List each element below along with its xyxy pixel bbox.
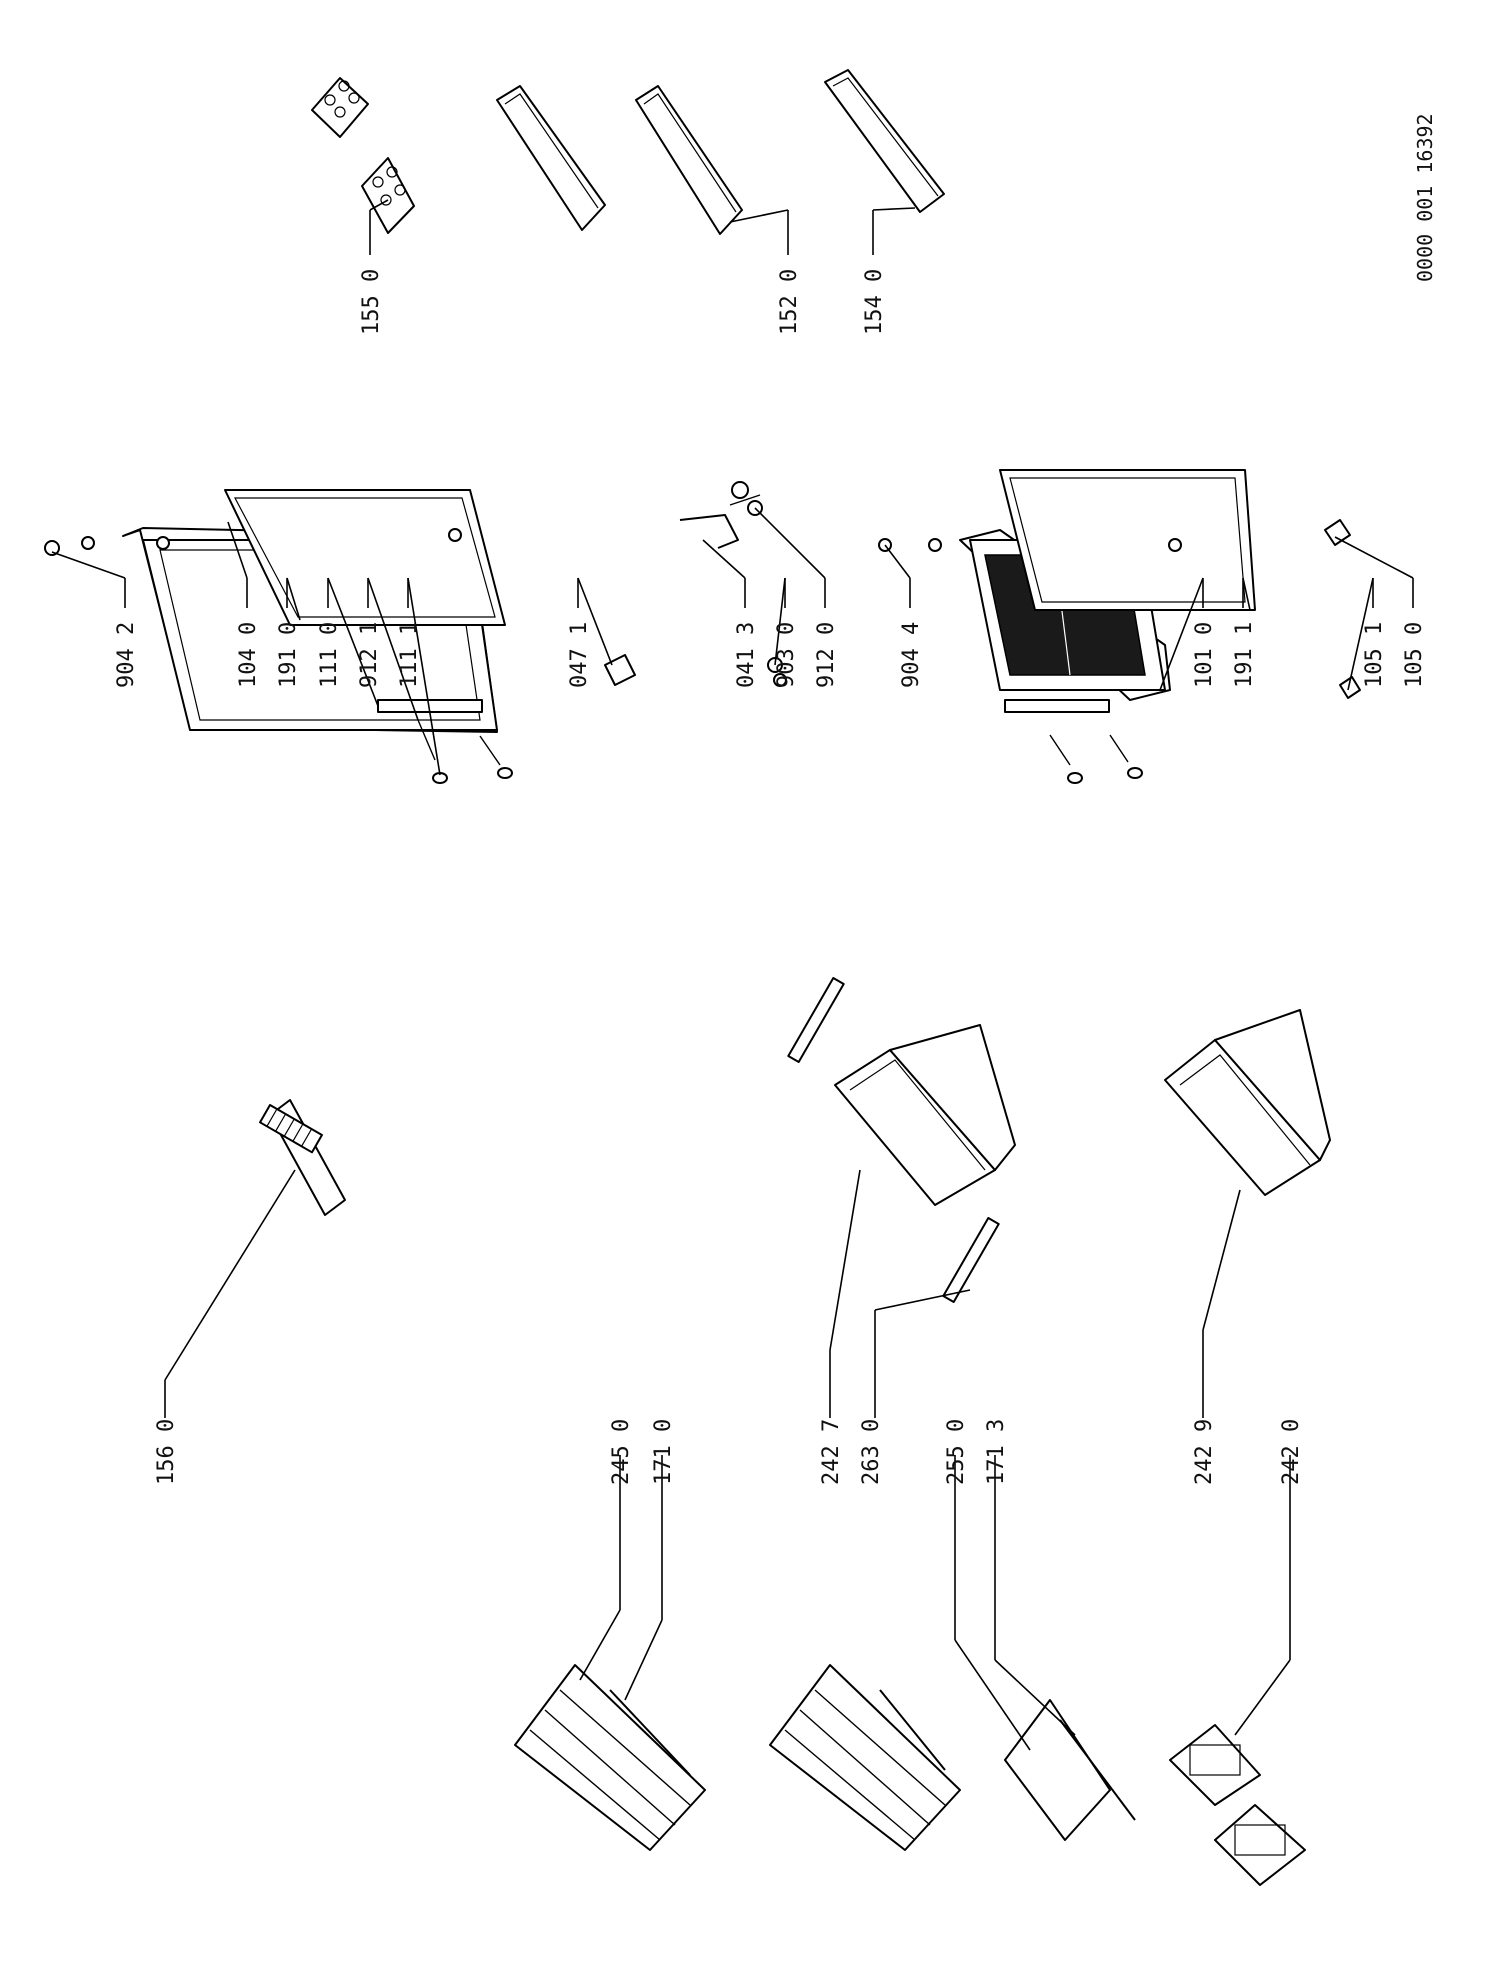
part-label: 104 0 [236, 622, 261, 688]
door-shelf-upper [496, 85, 606, 231]
door-shelf-middle [635, 85, 743, 235]
document-id: 0000 001 16392 [1413, 113, 1437, 282]
part-label: 263 0 [859, 1419, 884, 1485]
egg-tray-lower [361, 157, 415, 234]
part-label: 171 3 [984, 1419, 1009, 1485]
part-label: 155 0 [359, 269, 384, 335]
wire-shelf-lower-trim [879, 1689, 946, 1771]
part-label: 101 0 [1192, 622, 1217, 688]
part-label: 242 0 [1279, 1419, 1304, 1485]
glass-shelf [1004, 1699, 1111, 1841]
lower-door-gasket [999, 469, 1256, 611]
dairy-compartment [259, 1099, 346, 1216]
leader-lines [51, 199, 1414, 1751]
part-label: 255 0 [944, 1419, 969, 1485]
part-label: 191 1 [1232, 622, 1257, 688]
part-label: 912 1 [357, 622, 382, 688]
door-shelf-lower [824, 69, 945, 213]
part-label: 904 4 [899, 622, 924, 688]
part-label: 047 1 [567, 622, 592, 688]
part-label: 903 0 [774, 622, 799, 688]
part-label: 171 0 [651, 1419, 676, 1485]
crisper-side-rail-lower [942, 1217, 1000, 1303]
crisper-drawer-upper [834, 1024, 1016, 1206]
hinge-screws [417, 719, 513, 784]
part-label: 191 0 [276, 622, 301, 688]
crisper-side-rail-upper [787, 977, 845, 1063]
freezer-box-upper [1169, 1724, 1261, 1806]
part-label: 105 0 [1402, 622, 1427, 688]
upper-door-screws [44, 528, 462, 556]
glass-shelf-trim [1059, 1719, 1136, 1821]
part-label: 245 0 [609, 1419, 634, 1485]
upper-door-gasket [224, 489, 506, 626]
part-label: 111 1 [397, 622, 422, 688]
hinge-block [604, 654, 636, 686]
part-label: 152 0 [777, 269, 802, 335]
part-label: 041 3 [734, 622, 759, 688]
hinge-pin-assembly [679, 481, 787, 687]
wire-shelf-upper-trim [609, 1689, 691, 1776]
door-stop-blocks [1324, 519, 1361, 699]
part-label: 912 0 [814, 622, 839, 688]
part-label: 904 2 [114, 622, 139, 688]
part-label: 154 0 [862, 269, 887, 335]
crisper-drawer-lower [1164, 1009, 1331, 1196]
wire-shelf-upper [514, 1664, 706, 1851]
part-label: 111 0 [317, 622, 342, 688]
lower-hinge-bracket [1004, 699, 1143, 784]
freezer-box-lower [1214, 1804, 1306, 1886]
part-label: 242 7 [819, 1419, 844, 1485]
part-label: 105 1 [1362, 622, 1387, 688]
part-labels: 904 2 104 0 191 0 111 0 912 1 111 1 047 … [114, 269, 1427, 1485]
part-label: 242 9 [1192, 1419, 1217, 1485]
egg-tray-upper [311, 77, 369, 138]
wire-shelf-lower [769, 1664, 961, 1851]
part-label: 156 0 [154, 1419, 179, 1485]
